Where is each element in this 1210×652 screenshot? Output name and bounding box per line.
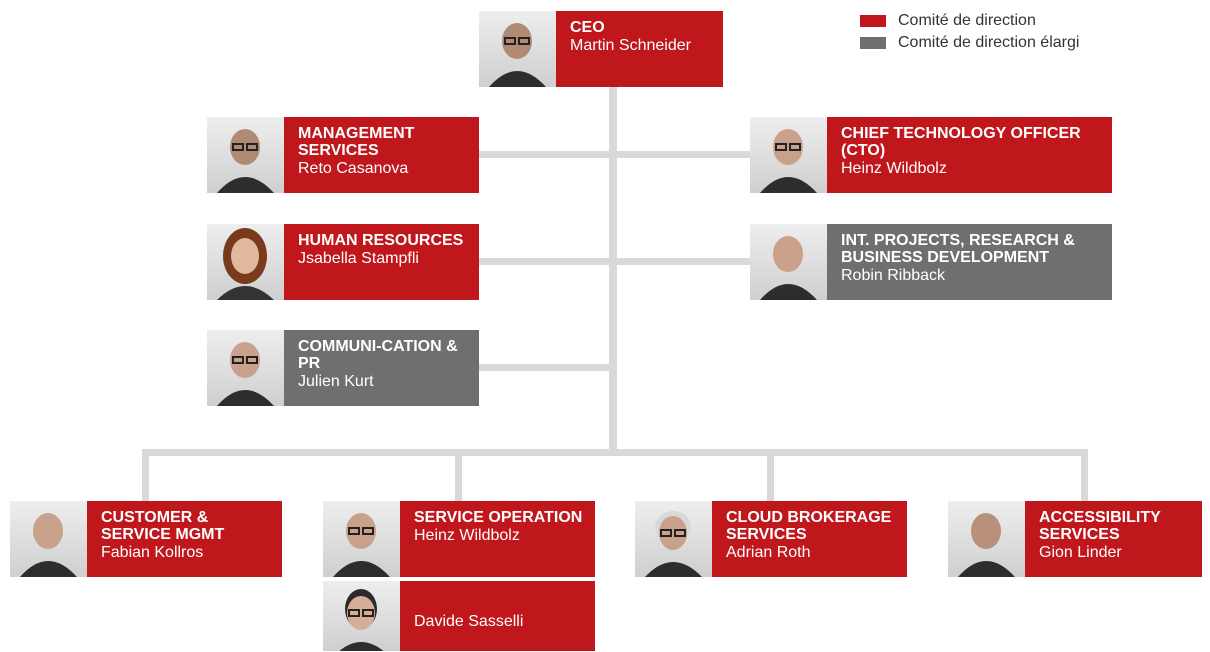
person-photo [323,581,400,651]
legend-swatch-gray [860,37,886,49]
org-node-name: Heinz Wildbolz [414,527,520,544]
person-photo [10,501,87,577]
person-photo [635,501,712,577]
org-node-body: COMMUNI-CATION & PR Julien Kurt [284,330,479,406]
org-node-body: CHIEF TECHNOLOGY OFFICER (CTO) Heinz Wil… [827,117,1112,193]
branch-management-cto [479,151,750,158]
org-node-title: MANAGEMENT SERVICES [298,125,415,159]
drop-line-cloud [767,449,774,501]
org-node-communication: COMMUNI-CATION & PR Julien Kurt [207,330,479,406]
org-node-title: CEO [570,19,605,36]
org-node-name: Robin Ribback [841,267,946,284]
org-node-body: SERVICE OPERATION Heinz Wildbolz [400,501,595,577]
legend-item-core: Comité de direction [860,10,1079,32]
legend: Comité de direction Comité de direction … [860,10,1079,54]
org-node-name: Adrian Roth [726,544,811,561]
legend-label: Comité de direction [898,12,1036,29]
person-photo [323,501,400,577]
org-node-name: Jsabella Stampfli [298,250,419,267]
person-photo [207,330,284,406]
org-node-body: HUMAN RESOURCES Jsabella Stampfli [284,224,479,300]
org-node-body: ACCESSIBILITY SERVICES Gion Linder [1025,501,1202,577]
branch-hr-intprojects [479,258,750,265]
person-photo [750,117,827,193]
org-node-management-services: MANAGEMENT SERVICES Reto Casanova [207,117,479,193]
org-node-title: ACCESSIBILITY SERVICES [1039,509,1161,543]
org-node-title: CLOUD BROKERAGE SERVICES [726,509,892,543]
org-node-body: Davide Sasselli [400,581,595,651]
drop-line-service-operation [455,449,462,501]
legend-label: Comité de direction élargi [898,34,1080,51]
branch-communication [479,364,613,371]
org-node-name: Davide Sasselli [414,613,524,630]
bottom-bus-line [142,449,1088,456]
org-node-title: INT. PROJECTS, RESEARCH & BUSINESS DEVEL… [841,232,1075,266]
org-node-body: MANAGEMENT SERVICES Reto Casanova [284,117,479,193]
org-node-name: Gion Linder [1039,544,1122,561]
trunk-line [609,87,617,449]
org-node-ceo: CEO Martin Schneider [479,11,723,87]
org-node-body: CUSTOMER & SERVICE MGMT Fabian Kollros [87,501,282,577]
org-node-human-resources: HUMAN RESOURCES Jsabella Stampfli [207,224,479,300]
org-node-body: CLOUD BROKERAGE SERVICES Adrian Roth [712,501,907,577]
org-node-title: CHIEF TECHNOLOGY OFFICER (CTO) [841,125,1081,159]
org-node-title: HUMAN RESOURCES [298,232,464,249]
person-photo [207,224,284,300]
org-node-title: COMMUNI-CATION & PR [298,338,458,372]
person-photo [479,11,556,87]
org-node-name: Reto Casanova [298,160,409,177]
org-node-name: Julien Kurt [298,373,374,390]
org-node-service-operation-2: Davide Sasselli [323,581,595,651]
org-node-name: Fabian Kollros [101,544,204,561]
legend-item-extended: Comité de direction élargi [860,32,1079,54]
drop-line-customer [142,449,149,501]
org-node-service-operation: SERVICE OPERATION Heinz Wildbolz [323,501,595,577]
org-node-title: SERVICE OPERATION [414,509,583,526]
legend-swatch-red [860,15,886,27]
person-photo [948,501,1025,577]
org-node-cto: CHIEF TECHNOLOGY OFFICER (CTO) Heinz Wil… [750,117,1112,193]
org-node-body: INT. PROJECTS, RESEARCH & BUSINESS DEVEL… [827,224,1112,300]
org-node-accessibility: ACCESSIBILITY SERVICES Gion Linder [948,501,1202,577]
org-node-customer-service: CUSTOMER & SERVICE MGMT Fabian Kollros [10,501,282,577]
org-node-int-projects: INT. PROJECTS, RESEARCH & BUSINESS DEVEL… [750,224,1112,300]
drop-line-accessibility [1081,449,1088,501]
org-node-name: Heinz Wildbolz [841,160,947,177]
org-node-title: CUSTOMER & SERVICE MGMT [101,509,225,543]
org-node-name: Martin Schneider [570,37,691,54]
org-node-cloud-brokerage: CLOUD BROKERAGE SERVICES Adrian Roth [635,501,907,577]
org-node-body: CEO Martin Schneider [556,11,723,87]
person-photo [750,224,827,300]
person-photo [207,117,284,193]
